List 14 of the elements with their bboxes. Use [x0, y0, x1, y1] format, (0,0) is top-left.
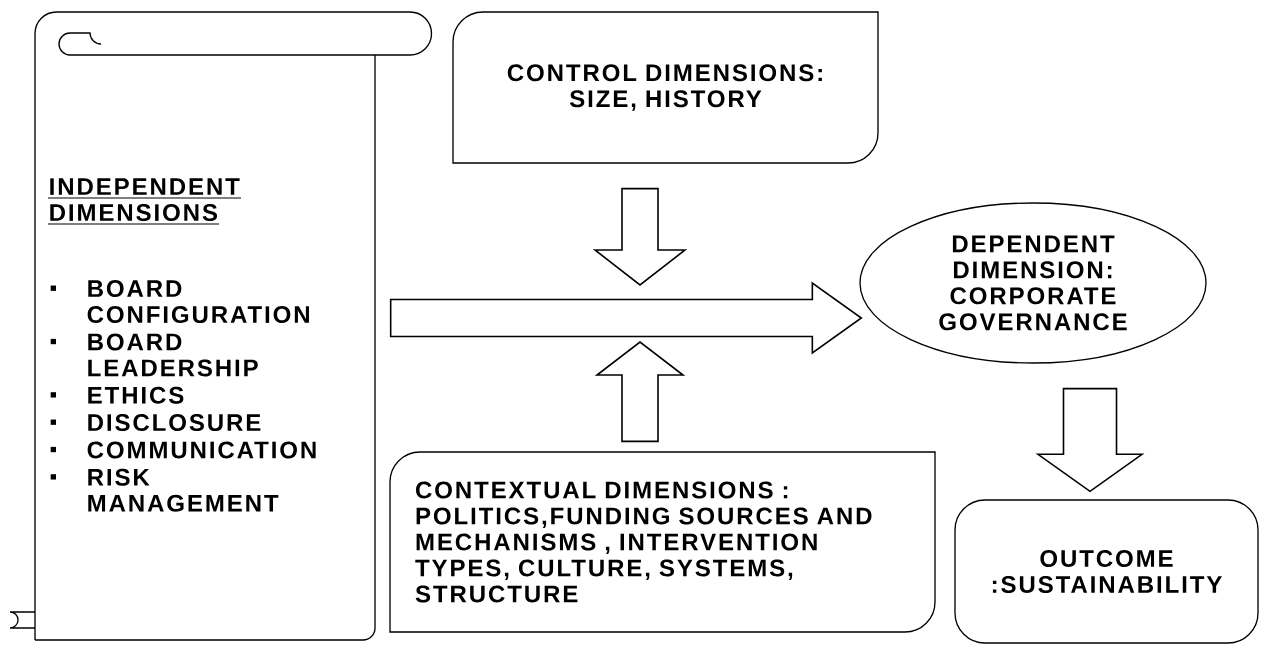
text-box: CONTEXTUAL DIMENSIONS : POLITICS,FUNDING SOURCES AND MECHANISMS , INTERVENTION TYPES, CULTURE, SYSTEMS, STRUCTURE — [389, 451, 936, 633]
list-item: BOARD CONFIGURATION — [50, 280, 309, 324]
list-item: DISCLOSURE — [50, 414, 261, 432]
list-item: RISK MANAGEMENT — [50, 468, 279, 512]
block-arrow — [594, 341, 686, 443]
text-box: CONTROL DIMENSIONS: SIZE, HISTORY — [452, 11, 879, 164]
text-box: OUTCOME :SUSTAINABILITY — [954, 499, 1259, 644]
heading: INDEPENDENT DIMENSIONS — [50, 178, 240, 222]
list-item: BOARD LEADERSHIP — [50, 333, 258, 377]
block-arrow — [1035, 387, 1145, 493]
list-item: ETHICS — [50, 386, 184, 404]
list-item: COMMUNICATION — [50, 441, 316, 459]
block-arrow — [592, 187, 688, 286]
block-arrow — [389, 281, 863, 355]
